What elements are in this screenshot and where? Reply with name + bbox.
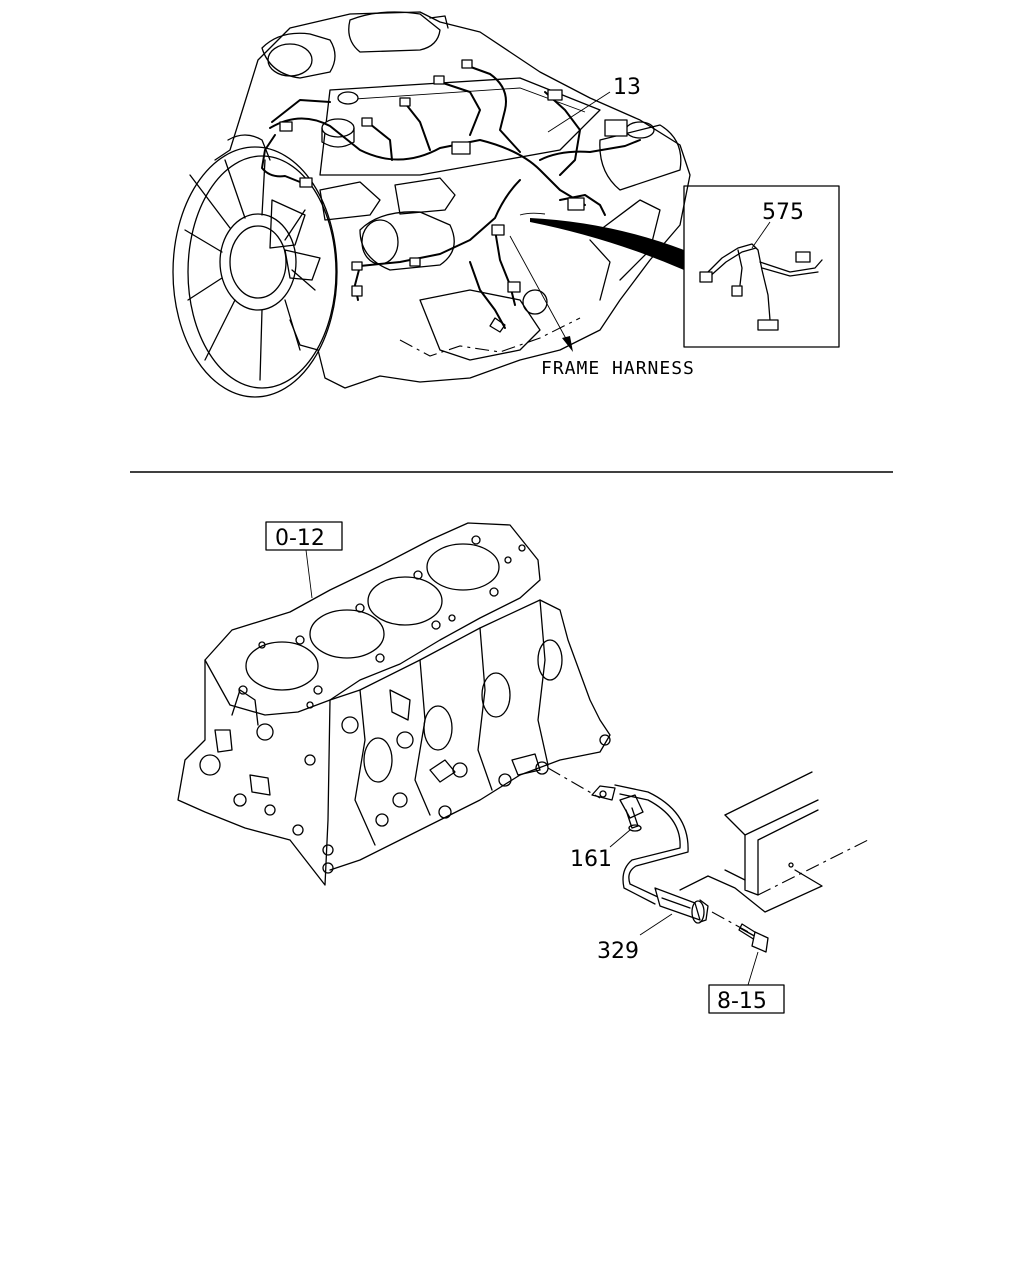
detail-pointer-wedge	[530, 218, 684, 270]
callout-329: 329	[597, 939, 639, 964]
engine-assembly-illustration	[214, 11, 691, 389]
leader-line-575	[751, 221, 771, 249]
harness-detail-box	[683, 185, 840, 348]
leader-line-8-15	[747, 951, 759, 986]
bolt-161	[619, 794, 644, 832]
callout-0-12: 0-12	[275, 526, 325, 551]
ref-box-0-12	[265, 521, 343, 551]
callout-575: 575	[762, 200, 804, 225]
engine-wiring-harness	[261, 59, 641, 333]
leader-line-0-12	[305, 549, 313, 599]
cylinder-block-illustration	[177, 522, 611, 886]
callout-8-15: 8-15	[717, 989, 767, 1014]
callout-161: 161	[570, 847, 612, 872]
leader-line-329	[639, 913, 673, 936]
bolt-8-15	[738, 923, 769, 953]
callout-13: 13	[613, 75, 641, 100]
leader-line-161	[609, 829, 631, 848]
frame-member	[679, 771, 869, 935]
frame-harness-label: FRAME HARNESS	[541, 358, 695, 379]
leader-line-13	[547, 91, 611, 133]
frame-harness-arrow	[509, 235, 573, 352]
cooling-fan	[172, 134, 338, 398]
ref-box-8-15	[708, 984, 785, 1014]
sensor-assembly	[591, 784, 709, 924]
mount-centerline	[547, 767, 601, 799]
